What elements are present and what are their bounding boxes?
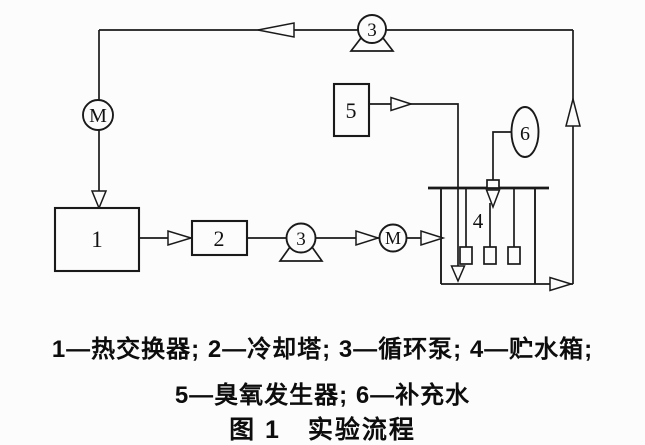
cooling-tower-box xyxy=(190,219,249,257)
arrow-down-into-hx-icon xyxy=(90,190,108,210)
arrow-into-tank-icon xyxy=(420,229,446,247)
arrow-left-icon xyxy=(257,22,295,38)
motor-left-icon xyxy=(82,99,114,131)
arrow-up-riser-icon xyxy=(565,96,581,127)
arrow-hx-to-tower-icon xyxy=(167,229,194,247)
motor-mid-icon xyxy=(378,223,408,253)
heat-exchanger-label: 1 xyxy=(91,227,103,252)
cooling-tower: 2 xyxy=(190,219,249,257)
tank-rod-weight-3 xyxy=(507,246,521,265)
storage-tank: 4 xyxy=(428,179,549,284)
flow-diagram: 4 1 2 5 xyxy=(53,14,581,292)
legend-line-1: 1—热交换器; 2—冷却塔; 3—循环泵; 4—贮水箱; xyxy=(51,336,594,363)
ozone-generator: 5 xyxy=(332,82,371,138)
pump-mid-icon xyxy=(285,222,317,254)
tank-rod-weight-1 xyxy=(459,246,473,265)
motor-mid-label: M xyxy=(385,228,401,248)
ozone-generator-label: 5 xyxy=(346,98,357,123)
tank-lid-connector xyxy=(486,179,500,189)
makeup-water-label: 6 xyxy=(520,123,530,145)
motor-left-label: M xyxy=(89,105,107,127)
motor-left: M xyxy=(82,99,114,131)
pipe-network xyxy=(98,29,574,285)
arrow-pump-to-motor-icon xyxy=(355,229,381,247)
cooling-tower-label: 2 xyxy=(214,226,225,251)
tank-label: 4 xyxy=(473,209,484,233)
arrow-makeup-in-icon xyxy=(485,189,501,210)
heat-exchanger: 1 xyxy=(53,206,141,273)
arrow-tank-out-icon xyxy=(549,276,574,292)
legend-line-2: 5—臭氧发生器; 6—补充水 xyxy=(174,382,471,409)
makeup-water: 6 xyxy=(510,106,540,158)
flow-arrows xyxy=(90,22,581,292)
figure-caption: 图 1 实验流程 xyxy=(229,416,416,444)
pump-top-icon xyxy=(357,14,387,44)
pipe-makeup-feed xyxy=(492,131,512,188)
pump-mid: 3 xyxy=(278,222,324,262)
makeup-water-icon xyxy=(510,106,540,158)
arrow-ozone-out-icon xyxy=(390,96,414,112)
pump-top-label: 3 xyxy=(367,20,377,41)
pump-mid-label: 3 xyxy=(296,229,306,250)
arrow-ozone-diffuser-icon xyxy=(450,265,466,283)
tank-rod-weight-2 xyxy=(483,246,497,265)
motor-mid: M xyxy=(378,223,408,253)
heat-exchanger-box xyxy=(53,206,141,273)
pump-top: 3 xyxy=(349,14,395,52)
ozone-generator-box xyxy=(332,82,371,138)
